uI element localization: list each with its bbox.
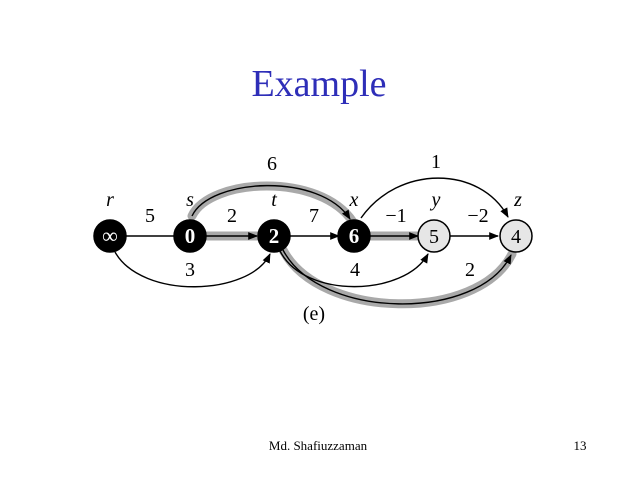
weight-r-s: 5: [145, 205, 155, 227]
vertex-y-distance: 5: [429, 226, 439, 248]
vertex-s-distance: 0: [185, 224, 196, 248]
weight-t-z: 2: [465, 259, 475, 281]
vertex-s: 0: [173, 219, 207, 253]
edge-s-x: [191, 184, 351, 220]
weight-x-y: −1: [385, 205, 406, 227]
page-number: 13: [573, 438, 587, 453]
vertex-r-distance: ∞: [102, 223, 118, 248]
vertex-z: 4: [499, 219, 533, 253]
vertex-y: 5: [417, 219, 451, 253]
vertex-x: 6: [337, 219, 371, 253]
edge-weights: 5 3 2 6 7 4 2 −1 1 −2: [145, 151, 489, 281]
weight-s-t: 2: [227, 205, 237, 227]
edge-t-z: [282, 249, 512, 305]
vertex-name-y: y: [430, 189, 441, 211]
vertex-name-t: t: [271, 189, 277, 211]
edge-r-t: [114, 251, 271, 288]
vertex-r: ∞: [93, 219, 127, 253]
vertex-x-distance: 6: [349, 224, 360, 248]
edges: [114, 177, 512, 305]
vertex-name-r: r: [106, 189, 114, 211]
vertex-name-s: s: [186, 189, 194, 211]
vertex-t-distance: 2: [269, 224, 280, 248]
vertex-z-distance: 4: [511, 226, 521, 248]
slide-title: Example: [251, 63, 387, 105]
footer-author: Md. Shafiuzzaman: [268, 438, 368, 453]
vertex-name-x: x: [349, 189, 359, 211]
weight-t-y: 4: [350, 259, 360, 281]
vertex-name-z: z: [513, 189, 522, 211]
vertex-names: r s t x y z: [106, 189, 522, 211]
weight-y-z: −2: [467, 205, 488, 227]
diagram-caption: (e): [303, 303, 325, 325]
weight-x-z: 1: [431, 151, 441, 173]
vertices: ∞ 0 2 6 5 4: [93, 219, 533, 253]
weight-r-t: 3: [185, 259, 195, 281]
edge-x-z: [360, 177, 509, 219]
weight-s-x: 6: [267, 153, 277, 175]
weight-t-x: 7: [309, 205, 319, 227]
edge-t-y: [279, 250, 429, 288]
shaded-edge-t-z: [278, 245, 517, 309]
vertex-t: 2: [257, 219, 291, 253]
